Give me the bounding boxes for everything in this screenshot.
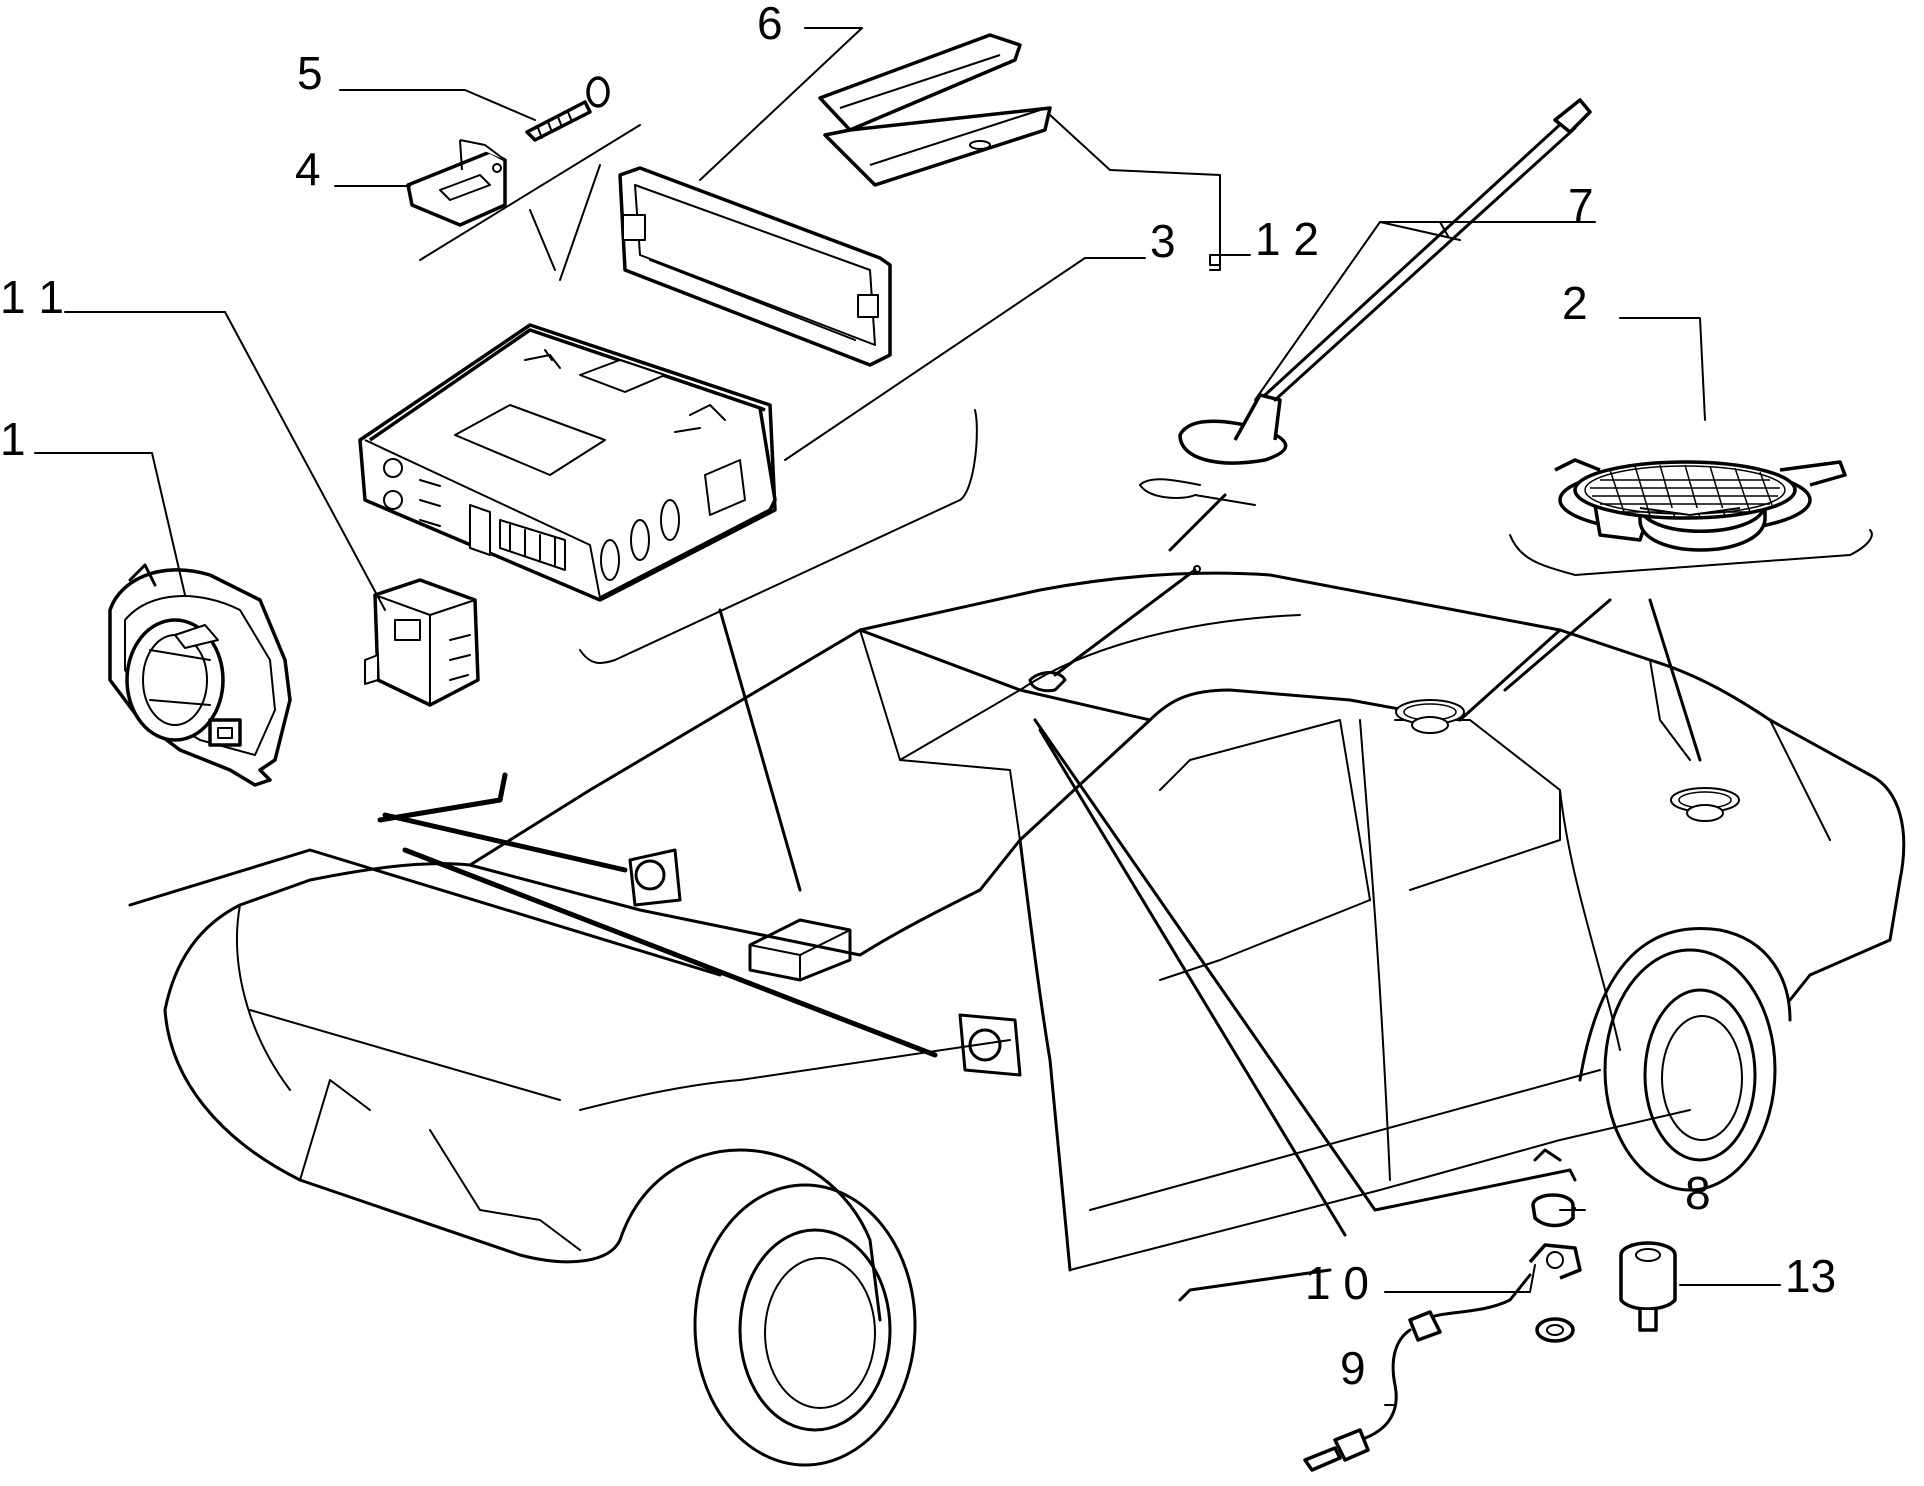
leader-5 [339,89,536,121]
callout-12: 1 2 [1255,213,1319,265]
callout-13: 13 [1785,1250,1837,1302]
callout-4: 4 [295,143,321,195]
part-5-screw [525,76,610,142]
callout-leaders [34,27,1781,1406]
car-outline [163,571,1906,1467]
callout-11: 1 1 [0,271,64,323]
part-4-bracket [406,139,507,227]
callout-6: 6 [757,0,783,49]
part-10-antenna-bracket [1528,1243,1582,1343]
leader-12-bracket [1209,179,1251,266]
part-6-front-panel [618,166,892,367]
part-11-module [364,578,480,707]
leader-6 [699,27,863,181]
part-13-connector [1619,1241,1677,1332]
part-1-door-speaker [108,563,292,787]
callout-2: 2 [1562,277,1588,329]
part-12-radio-case [818,33,1052,187]
callout-10: 1 0 [1305,1257,1369,1309]
callout-7: 7 [1568,179,1594,231]
leader-7 [1379,221,1586,241]
part-2-rear-speaker [1554,458,1847,552]
callout-9: 9 [1340,1342,1366,1394]
callout-5: 5 [297,47,323,99]
callout-8: 8 [1685,1167,1711,1219]
part-3-radio-unit [358,323,777,602]
assembly-leader-lines [128,493,1702,1302]
callout-1: 1 [0,413,26,465]
callout-leader-ends [1254,221,1586,1211]
group-brackets [419,124,1873,664]
leader-10 [1384,1264,1536,1293]
leader-3 [784,257,1146,461]
part-7-antenna [1178,98,1592,465]
leader-12 [1049,114,1221,271]
car-mounted-components [628,565,1740,1162]
part-9-antenna-cable [1303,1273,1532,1472]
leader-11 [64,311,386,611]
callout-3: 3 [1150,215,1176,267]
leader-1 [34,452,186,596]
leader-2 [1619,317,1706,421]
